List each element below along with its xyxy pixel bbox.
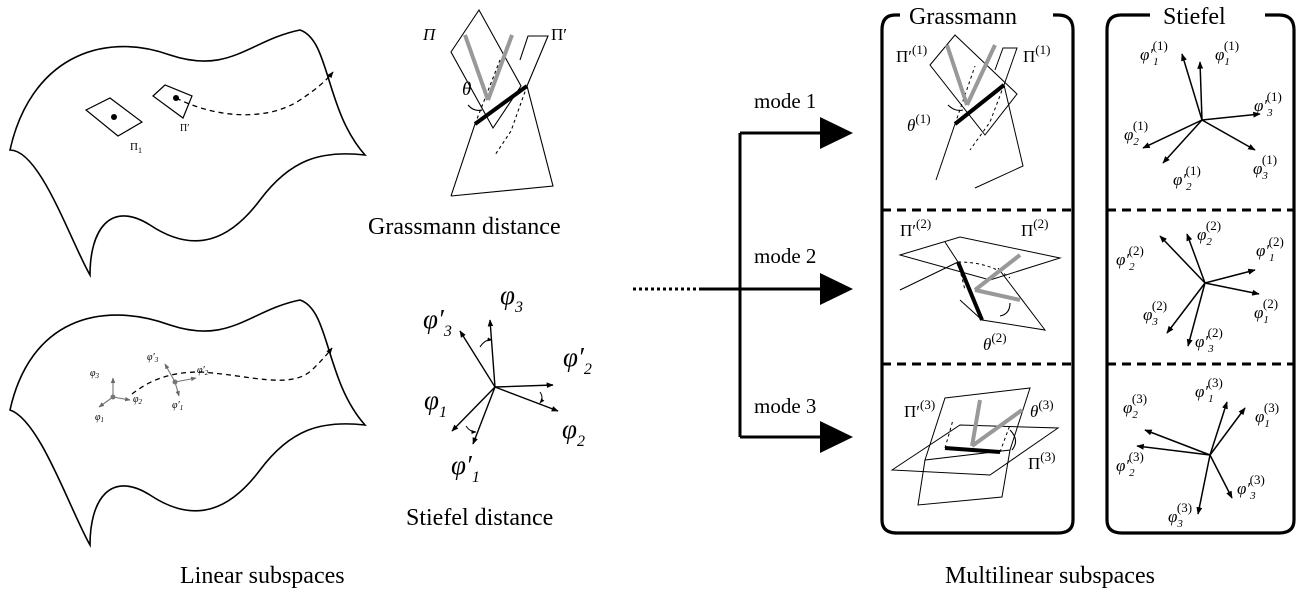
label-phi1: φ1 [424,385,447,421]
g3-label-theta: θ(3) [1030,397,1054,421]
geodesic-path-bottom [131,347,333,395]
label-phi2-small: φ2 [133,394,143,406]
g1-label-pi: Π(1) [1023,42,1050,66]
label-pi: Π [422,25,437,44]
label-pi-prime: Π′ [551,25,567,44]
grassmann-column: Grassmann Π′(1) Π(1) θ(1) Π′(2) Π(2 [880,4,1075,535]
s1-label-phi2: φ2(1) [1124,118,1148,148]
g1-label-pi-prime: Π′(1) [896,42,927,66]
s2-label-phi2-prime: φ′2(2) [1116,243,1144,273]
label-phi1-small: φ1 [95,412,104,424]
linear-subspaces-caption: Linear subspaces [180,563,345,589]
g2-label-pi: Π(2) [1021,216,1048,240]
grassmann-panel-2: Π′(2) Π(2) θ(2) [898,216,1062,354]
mode-branching: mode 1 mode 2 mode 3 [633,89,853,453]
label-phi3p-small: φ′3 [147,352,159,364]
label-phi3-small: φ3 [90,368,100,380]
plane-pi [450,8,522,130]
s3-label-phi1-prime: φ′1(3) [1195,375,1223,405]
s2-label-phi3-prime: φ′3(2) [1195,325,1223,355]
s3-label-phi2-prime: φ′2(3) [1116,449,1144,479]
s2-label-phi1-prime: φ′1(2) [1256,234,1284,264]
label-phi2-prime: φ′2 [563,342,592,378]
stiefel-distance-caption: Stiefel distance [406,505,553,531]
s3-label-phi2: φ2(3) [1123,391,1147,421]
geodesic-path [175,71,334,116]
s2-label-phi3: φ3(2) [1143,298,1167,328]
grassmann-panel-1: Π′(1) Π(1) θ(1) [896,34,1050,189]
stiefel-panel-2: φ2(2) φ′2(2) φ′1(2) φ3(2) φ1(2) φ′3(2) [1116,218,1284,355]
mode-1-label: mode 1 [754,89,816,113]
label-theta: θ [462,79,471,100]
grassmann-distance-caption: Grassmann distance [368,214,561,240]
bottom-manifold: φ3 φ′3 φ2 φ′2 φ1 φ′1 [9,299,367,549]
g3-label-pi: Π(3) [1028,449,1055,473]
s3-label-phi3: φ3(3) [1168,500,1192,530]
grassmann-box [880,13,1075,535]
stiefel-panel-3: φ′1(3) φ2(3) φ1(3) φ′2(3) φ′3(3) φ3(3) [1116,375,1279,530]
label-plane-2: Π′ [180,123,189,134]
plane-pi-prime [471,36,548,196]
label-plane-1: Π1 [130,141,142,155]
mode-2-arrow [820,273,853,305]
stiefel-illustration: φ′3 φ3 φ′2 φ1 φ2 φ′1 Stiefel distance [406,280,592,531]
g2-label-pi-prime: Π′(2) [900,216,931,240]
s3-label-phi3-prime: φ′3(3) [1237,472,1265,502]
grassmann-panel-3: Π′(3) θ(3) Π(3) [890,387,1060,506]
s3-label-phi1: φ1(3) [1255,400,1279,430]
point-1 [111,114,117,120]
manifold-surface [9,29,367,279]
s2-label-phi1: φ1(2) [1254,296,1278,326]
manifold-surface-bottom [9,299,367,549]
label-phi1p-small: φ′1 [172,400,183,412]
label-phi1-prime: φ′1 [451,450,480,486]
stiefel-title: Stiefel [1163,4,1226,30]
label-phi3: φ3 [500,280,523,316]
s1-label-phi3-prime: φ′3(1) [1254,89,1282,119]
s1-label-phi3: φ3(1) [1253,152,1277,182]
multilinear-subspaces-caption: Multilinear subspaces [945,563,1155,589]
stiefel-panel-1: φ′1(1) φ1(1) φ′3(1) φ2(1) φ3(1) φ′2(1) [1124,38,1282,193]
label-phi3-prime: φ′3 [423,304,452,340]
tangent-plane-2 [152,84,193,119]
grassmann-title: Grassmann [909,4,1017,30]
mode-2-label: mode 2 [754,244,816,268]
s1-label-phi1-prime: φ′1(1) [1140,38,1168,68]
g2-label-theta: θ(2) [983,330,1007,354]
stiefel-column: Stiefel φ′1(1) φ1(1) φ′3(1) φ2(1) φ3(1) … [1105,4,1296,535]
s2-label-phi2: φ2(2) [1197,218,1221,248]
stiefel-box [1105,13,1296,535]
label-phi2p-small: φ′2 [197,365,209,377]
g1-label-theta: θ(1) [907,111,931,135]
s1-label-phi1: φ1(1) [1215,38,1239,68]
s1-label-phi2-prime: φ′2(1) [1173,163,1201,193]
mode-3-label: mode 3 [754,394,816,418]
mode-1-arrow [820,117,853,149]
grassmann-illustration: Π Π′ θ Grassmann distance [368,8,567,240]
g3-label-pi-prime: Π′(3) [904,397,935,421]
top-manifold: Π1 Π′ [9,29,367,279]
label-phi2: φ2 [562,414,585,450]
mode-3-arrow [820,421,853,453]
